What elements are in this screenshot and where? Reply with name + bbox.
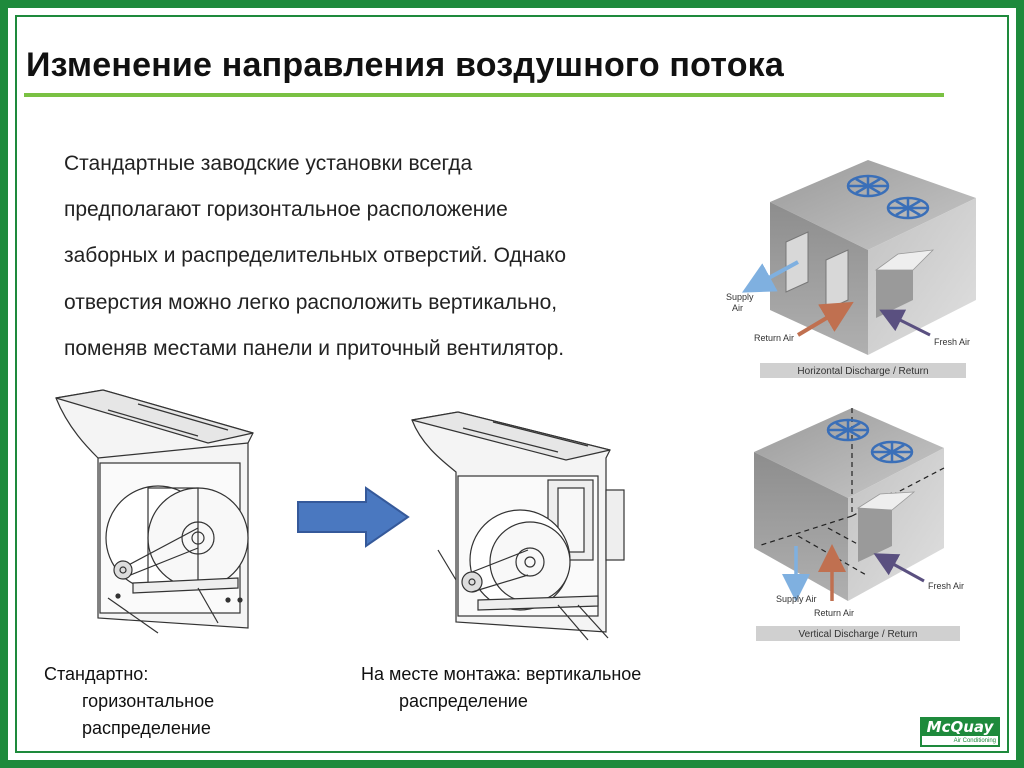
slide-title: Изменение направления воздушного потока: [26, 46, 784, 84]
horizontal-discharge-banner: Horizontal Discharge / Return: [797, 366, 928, 377]
slide-frame-inner: [6, 6, 1018, 762]
slide-frame-line: [15, 15, 1009, 753]
caption-horizontal-line1: Стандартно:: [44, 664, 149, 684]
logo-wordmark: McQuay: [922, 719, 998, 736]
caption-vertical: На месте монтажа: вертикальное распредел…: [361, 661, 641, 715]
paragraph-line: отверстия можно легко расположить вертик…: [64, 290, 558, 314]
fan-unit-horizontal-drawing: [55, 389, 254, 634]
paragraph-line: заборных и распределительных отверстий. …: [64, 244, 567, 268]
caption-horizontal-line3: распределение: [82, 718, 211, 738]
caption-vertical-line2: распределение: [399, 691, 528, 711]
vertical-discharge-banner: Vertical Discharge / Return: [799, 629, 918, 640]
label-fresh-air-v: Fresh Air: [928, 581, 964, 591]
caption-vertical-line1: На месте монтажа: вертикальное: [361, 664, 642, 684]
caption-horizontal: Стандартно: горизонтальное распределение: [44, 661, 214, 742]
label-fresh-air: Fresh Air: [934, 337, 970, 347]
caption-horizontal-line2: горизонтальное: [82, 691, 215, 711]
label-supply-air-v: Supply Air: [776, 594, 817, 604]
paragraph-line: предполагают горизонтальное расположение: [64, 198, 508, 222]
label-supply-air-2: Air: [732, 303, 743, 313]
description-paragraph: Стандартные заводские установки всегда п…: [64, 141, 704, 372]
mcquay-logo: McQuay Air Conditioning: [920, 717, 1000, 747]
label-return-air-v: Return Air: [814, 608, 854, 618]
label-return-air: Return Air: [754, 333, 794, 343]
transition-arrow: [297, 486, 410, 548]
title-underline: [24, 93, 944, 97]
logo-tagline: Air Conditioning: [953, 738, 996, 744]
vertical-discharge-diagram: Supply Air Return Air Fresh Air Vertical…: [754, 408, 964, 641]
horizontal-discharge-diagram: Supply Air Return Air Fresh Air Horizont…: [726, 160, 976, 378]
label-supply-air: Supply: [726, 292, 754, 302]
fan-unit-vertical-drawing: [411, 411, 625, 641]
paragraph-line: поменяв местами панели и приточный венти…: [64, 336, 565, 360]
paragraph-line: Стандартные заводские установки всегда: [64, 152, 473, 175]
